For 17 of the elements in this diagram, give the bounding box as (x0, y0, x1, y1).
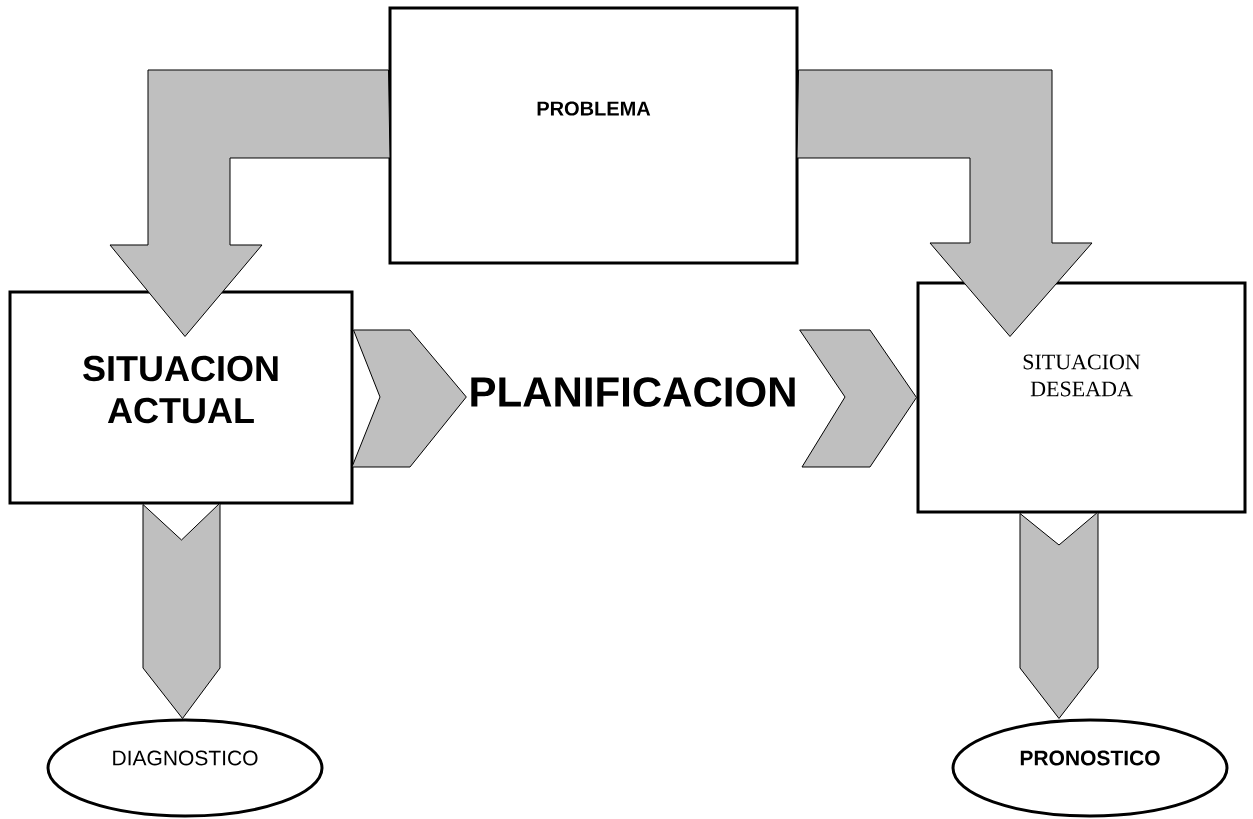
situation-box (916, 281, 1247, 514)
diagnosis-ellipse (46, 718, 324, 818)
box-text: PROBLEMA (537, 101, 651, 116)
block-arrow (109, 69, 391, 337)
ellipse-text: PRONOSTICO (1020, 750, 1160, 766)
stage-label: PLANIFICACION (471, 377, 795, 407)
prognosis-ellipse (951, 718, 1229, 818)
box-text: SITUACION DESEADA (1023, 354, 1141, 397)
box-text: SITUACION ACTUAL (83, 355, 278, 424)
situation-box (8, 290, 354, 505)
block-arrow (796, 69, 1093, 337)
ellipse-text: DIAGNOSTICO (113, 750, 258, 766)
problem-box (388, 6, 799, 265)
block-arrow (142, 502, 221, 719)
block-arrow (1019, 511, 1099, 719)
block-arrow (351, 329, 467, 468)
block-arrow (799, 329, 917, 468)
